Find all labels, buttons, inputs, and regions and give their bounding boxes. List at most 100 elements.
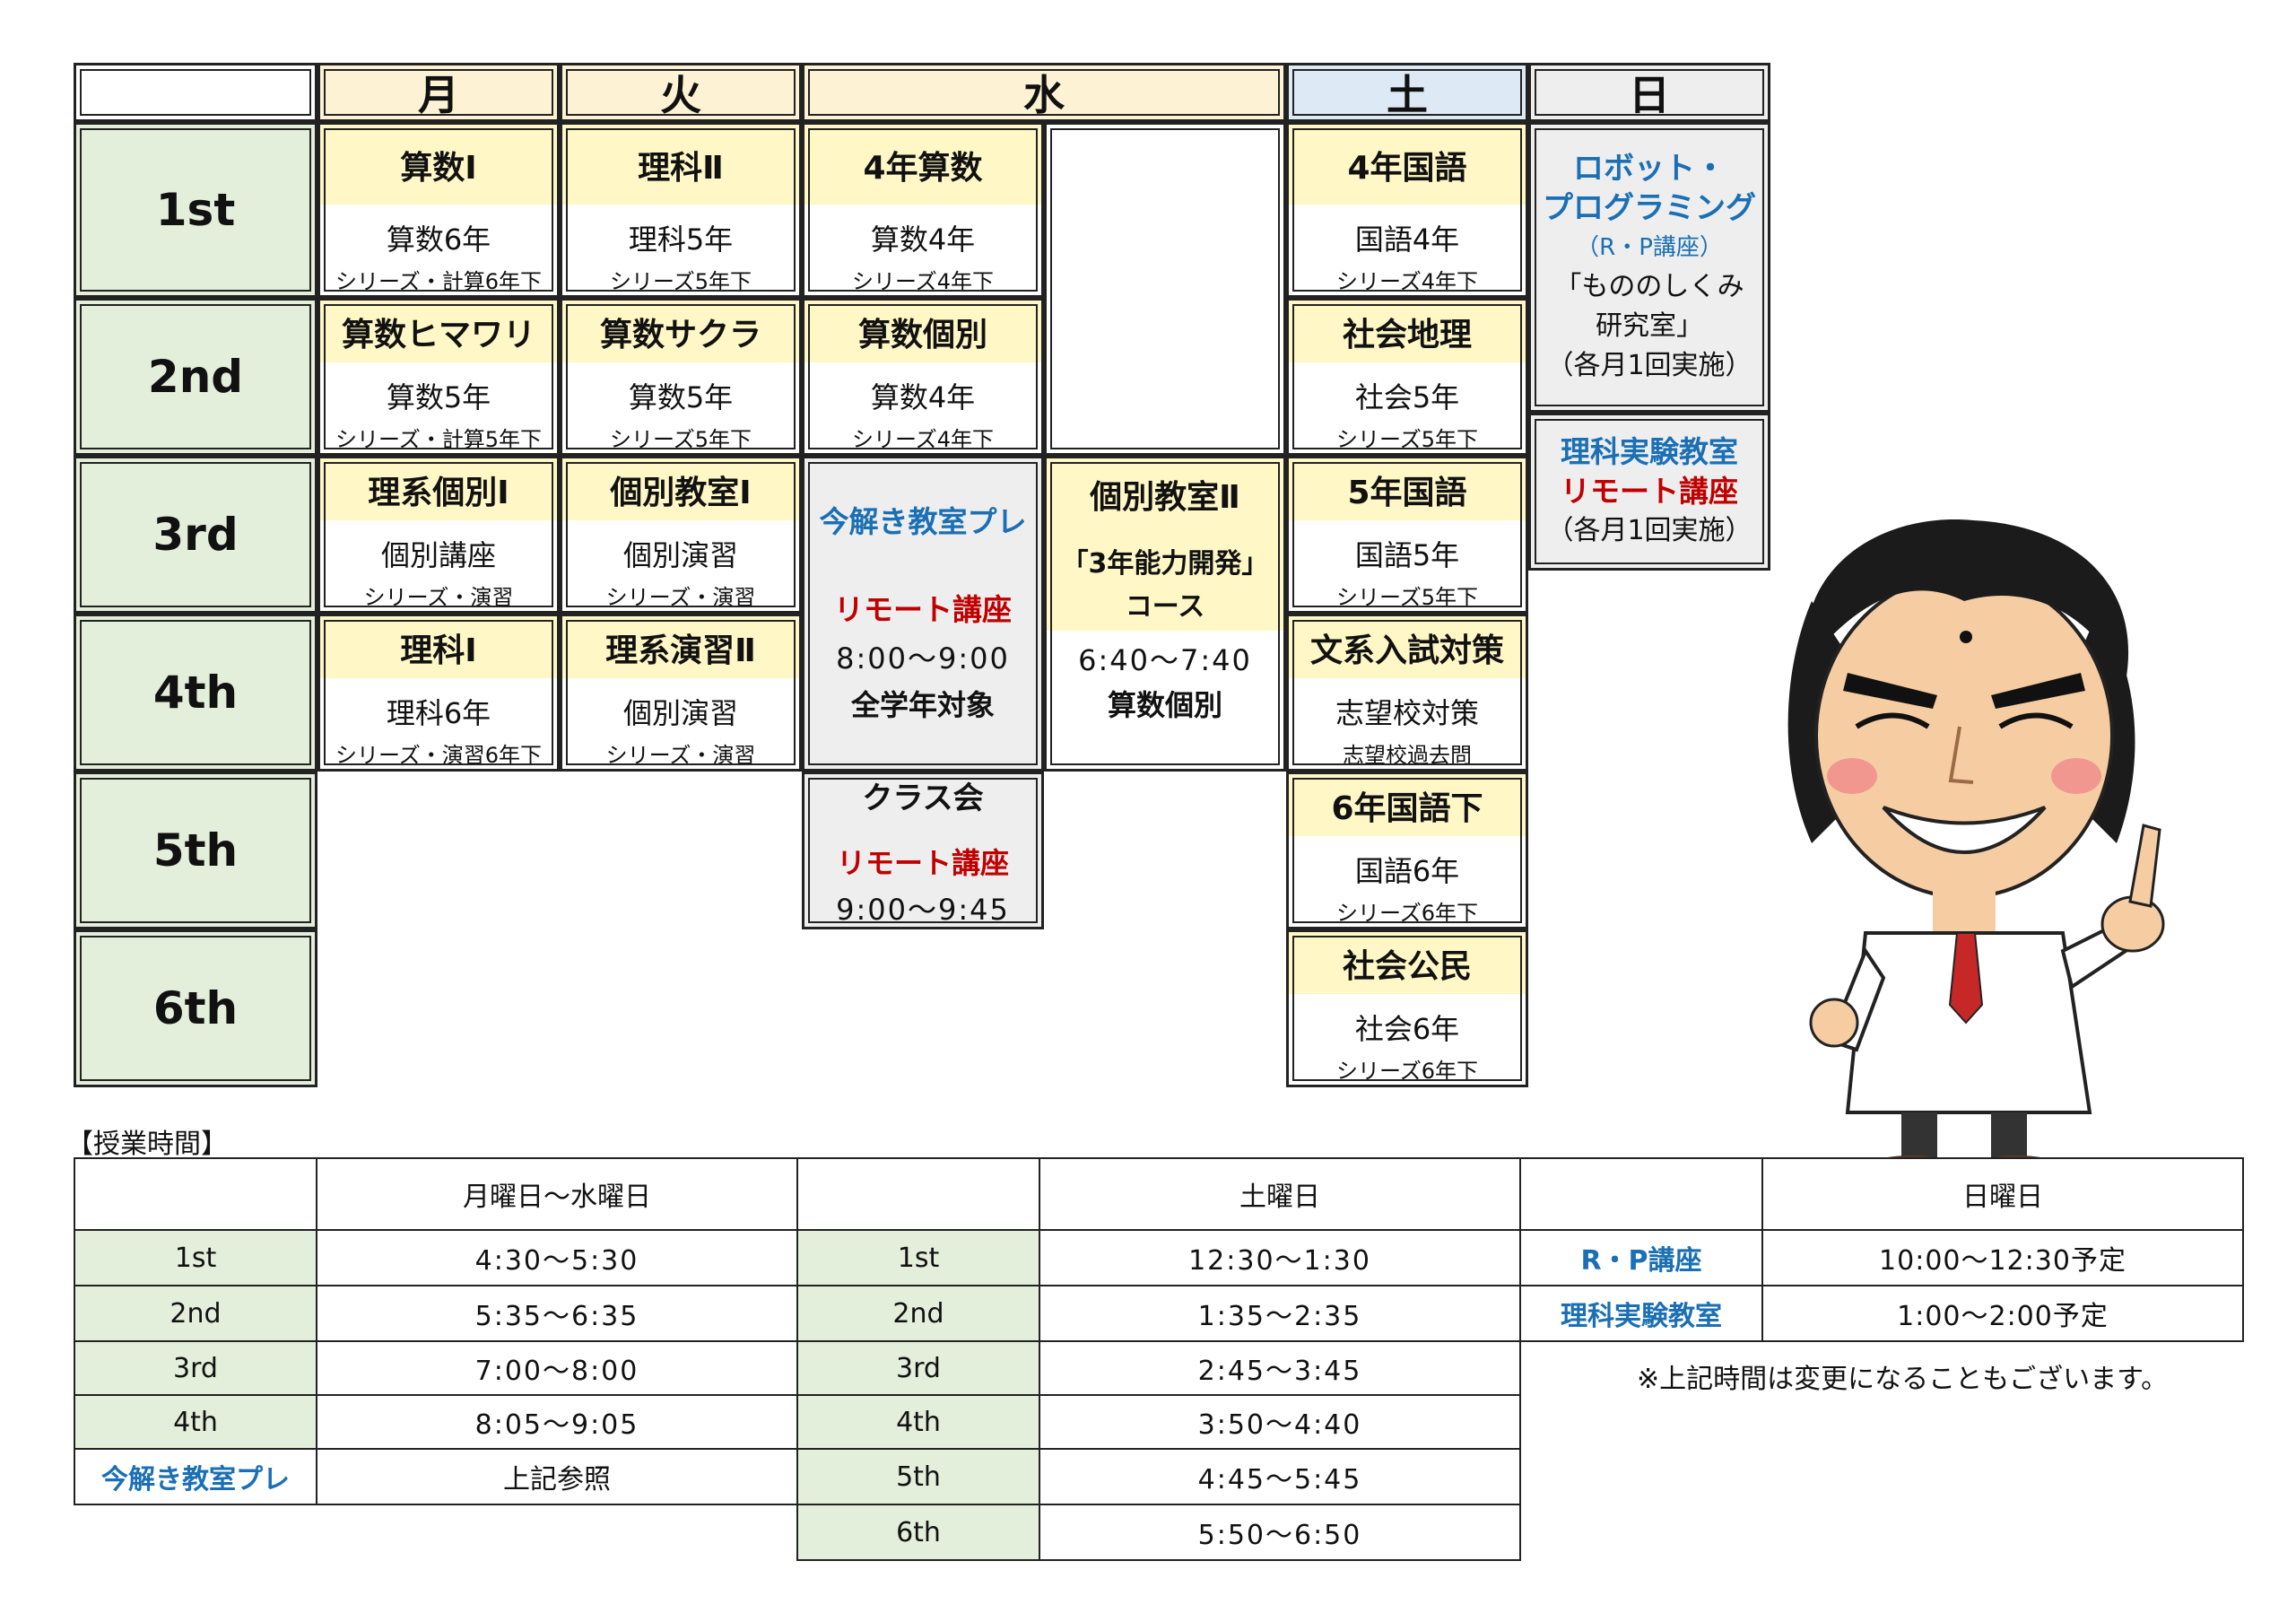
teacher-mascot-illustration bbox=[1787, 519, 2165, 1181]
day-header-tue: 火 bbox=[560, 63, 802, 122]
day-header-sun: 日 bbox=[1528, 63, 1770, 122]
class-sub: シリーズ・計算6年下 bbox=[335, 269, 543, 294]
class-cell: 個別教室Ⅰ 個別演習 シリーズ・演習 bbox=[560, 456, 802, 614]
time-value: 2:45〜3:45 bbox=[1039, 1340, 1521, 1396]
day-header-mon: 月 bbox=[317, 63, 560, 122]
class-main: 算数5年 bbox=[628, 380, 734, 414]
class-main: 国語6年 bbox=[1354, 854, 1460, 888]
class-cell: 算数個別 算数4年 シリーズ4年下 bbox=[802, 298, 1044, 456]
period-4th: 4th bbox=[74, 614, 317, 772]
time-period: 1st bbox=[796, 1229, 1040, 1286]
time-period: 3rd bbox=[74, 1340, 317, 1396]
times-corner bbox=[796, 1157, 1040, 1231]
times-corner bbox=[1519, 1157, 1763, 1231]
day-header-wed: 水 bbox=[802, 63, 1286, 122]
time-period: R・P講座 bbox=[1519, 1229, 1763, 1286]
class-title: 理科実験教室 bbox=[1561, 434, 1738, 469]
class-title: 文系入試対策 bbox=[1289, 616, 1526, 678]
corner-cell bbox=[74, 63, 317, 122]
class-sub: シリーズ5年下 bbox=[1335, 427, 1479, 452]
class-title: 理系個別Ⅰ bbox=[320, 458, 557, 520]
course-label: 「3年能力開発」 bbox=[1061, 548, 1269, 580]
class-cell: 5年国語 国語5年 シリーズ5年下 bbox=[1286, 456, 1528, 614]
class-title: 個別教室Ⅰ bbox=[562, 458, 799, 520]
sat-header: 土曜日 bbox=[1039, 1157, 1521, 1231]
kobetsu-2-cell: 個別教室Ⅱ 「3年能力開発」 コース 6:40〜7:40 算数個別 bbox=[1044, 456, 1286, 772]
class-title: 算数個別 bbox=[804, 301, 1041, 362]
time-value: 8:05〜9:05 bbox=[316, 1394, 798, 1450]
time-period: 3rd bbox=[796, 1340, 1040, 1396]
time-value: 10:00〜12:30予定 bbox=[1761, 1229, 2244, 1286]
class-main: 理科6年 bbox=[386, 696, 491, 730]
class-title: 算数Ⅰ bbox=[320, 125, 557, 205]
class-title: 算数ヒマワリ bbox=[320, 301, 557, 362]
class-cell: 6年国語下 国語6年 シリーズ6年下 bbox=[1286, 772, 1528, 929]
class-main: 国語4年 bbox=[1354, 222, 1460, 257]
time-period: 4th bbox=[796, 1394, 1040, 1450]
time-period: 4th bbox=[74, 1394, 317, 1450]
class-cell: 理系演習Ⅱ 個別演習 シリーズ・演習 bbox=[560, 614, 802, 772]
class-sub: シリーズ・計算5年下 bbox=[335, 427, 543, 452]
class-title: 4年国語 bbox=[1289, 125, 1526, 205]
class-sub: 算数個別 bbox=[1107, 688, 1222, 722]
time-period: 5th bbox=[796, 1448, 1040, 1505]
time-value: 5:50〜6:50 bbox=[1039, 1504, 1521, 1561]
time-value: 1:35〜2:35 bbox=[1039, 1285, 1521, 1342]
class-main: 理科5年 bbox=[628, 222, 734, 257]
class-main: 個別講座 bbox=[380, 538, 496, 572]
class-title: 算数サクラ bbox=[562, 301, 799, 362]
class-title: 6年国語下 bbox=[1289, 774, 1526, 836]
time-value: 3:50〜4:40 bbox=[1039, 1394, 1521, 1450]
time-value: 7:00〜8:00 bbox=[316, 1340, 798, 1396]
time-value: 5:35〜6:35 bbox=[316, 1285, 798, 1342]
class-cell: 4年算数 算数4年 シリーズ4年下 bbox=[802, 122, 1044, 298]
class-cell: 算数Ⅰ 算数6年 シリーズ・計算6年下 bbox=[317, 122, 560, 298]
class-main: 算数4年 bbox=[870, 380, 976, 414]
class-main: 志望校対策 bbox=[1335, 696, 1479, 730]
class-title: 今解き教室プレ bbox=[819, 504, 1027, 539]
class-cell: 4年国語 国語4年 シリーズ4年下 bbox=[1286, 122, 1528, 298]
class-main: 算数5年 bbox=[386, 380, 491, 414]
class-title: 社会公民 bbox=[1289, 932, 1526, 994]
time-period: 1st bbox=[74, 1229, 317, 1286]
class-cell: 理科Ⅰ 理科6年 シリーズ・演習6年下 bbox=[317, 614, 560, 772]
class-cell: 算数サクラ 算数5年 シリーズ5年下 bbox=[560, 298, 802, 456]
class-main: 国語5年 bbox=[1354, 538, 1460, 572]
class-time: 9:00〜9:45 bbox=[836, 892, 1010, 927]
period-3rd: 3rd bbox=[74, 456, 317, 614]
class-target: 全学年対象 bbox=[850, 688, 995, 722]
class-title: 理系演習Ⅱ bbox=[562, 616, 799, 678]
weekday-header: 月曜日〜水曜日 bbox=[316, 1157, 798, 1231]
class-main: 社会6年 bbox=[1354, 1012, 1460, 1046]
robot-programming-cell: ロボット・ プログラミング （R・P講座） 「もののしくみ 研究室」 （各月1回… bbox=[1528, 122, 1770, 413]
period-5th: 5th bbox=[74, 772, 317, 929]
class-cell: 社会地理 社会5年 シリーズ5年下 bbox=[1286, 298, 1528, 456]
class-sub: シリーズ4年下 bbox=[851, 427, 995, 452]
class-sub: シリーズ5年下 bbox=[1335, 585, 1479, 610]
time-period: 6th bbox=[796, 1504, 1040, 1561]
course-label: コース bbox=[1125, 591, 1205, 623]
class-sub: シリーズ・演習6年下 bbox=[335, 743, 543, 768]
remote-label: リモート講座 bbox=[1561, 474, 1738, 509]
remote-label: リモート講座 bbox=[836, 845, 1009, 880]
day-header-sat: 土 bbox=[1286, 63, 1528, 122]
period-6th: 6th bbox=[74, 929, 317, 1087]
times-note: ※上記時間は変更になることもございます。 bbox=[1637, 1364, 2169, 1395]
class-title: プログラミング bbox=[1543, 190, 1756, 226]
time-period: 2nd bbox=[74, 1285, 317, 1342]
class-note: （各月1回実施） bbox=[1546, 515, 1752, 546]
period-1st: 1st bbox=[74, 122, 317, 298]
class-cell: 理系個別Ⅰ 個別講座 シリーズ・演習 bbox=[317, 456, 560, 614]
empty-cell bbox=[1044, 122, 1286, 456]
class-title: 4年算数 bbox=[804, 125, 1041, 205]
class-note: （各月1回実施） bbox=[1546, 350, 1752, 381]
class-time: 6:40〜7:40 bbox=[1078, 643, 1252, 677]
times-heading: 【授業時間】 bbox=[66, 1129, 228, 1160]
class-sub: （R・P講座） bbox=[1576, 234, 1723, 261]
imatoki-pre-cell: 今解き教室プレ リモート講座 8:00〜9:00 全学年対象 bbox=[802, 456, 1044, 772]
class-sub: シリーズ6年下 bbox=[1335, 1059, 1479, 1084]
time-value: 4:30〜5:30 bbox=[316, 1229, 798, 1286]
sun-header: 日曜日 bbox=[1761, 1157, 2244, 1231]
class-time: 8:00〜9:00 bbox=[836, 641, 1010, 676]
class-title: 社会地理 bbox=[1289, 301, 1526, 362]
